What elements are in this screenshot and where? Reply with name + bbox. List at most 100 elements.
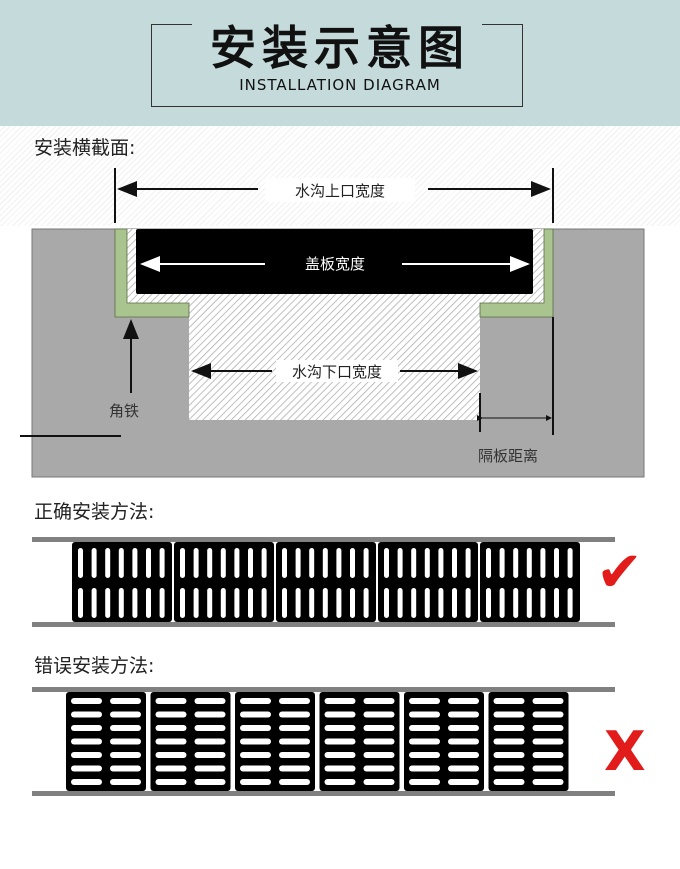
slot	[248, 588, 253, 618]
slot	[180, 588, 185, 618]
angle-iron-left	[114, 228, 190, 318]
slot	[397, 548, 403, 578]
slot	[71, 765, 102, 772]
slot	[159, 588, 165, 618]
slot	[409, 698, 440, 704]
slot	[499, 548, 505, 578]
slot	[526, 588, 532, 618]
slot	[193, 548, 199, 578]
partition-distance-label: 隔板距离	[478, 447, 538, 465]
slot	[71, 779, 102, 785]
slot	[240, 698, 271, 704]
slot	[448, 765, 479, 772]
slot	[465, 548, 471, 578]
slot	[567, 548, 573, 578]
slot	[448, 779, 479, 785]
cross-mark-icon: X	[604, 720, 646, 783]
slot	[155, 711, 187, 718]
grate	[480, 542, 580, 622]
slot	[493, 765, 525, 772]
slot	[493, 738, 525, 745]
slot	[540, 548, 546, 578]
bottom-width-label: 水沟下口宽度	[292, 363, 382, 381]
slot	[336, 588, 342, 618]
slot	[110, 711, 141, 718]
slot	[350, 548, 355, 578]
slot	[71, 752, 102, 758]
correct-heading: 正确安装方法:	[34, 501, 155, 523]
slot	[322, 548, 328, 578]
slot	[78, 588, 83, 618]
slot	[452, 588, 457, 618]
slot	[324, 779, 356, 785]
top-width-label: 水沟上口宽度	[295, 182, 385, 200]
slot	[324, 725, 356, 731]
slot	[155, 698, 187, 704]
slot	[384, 588, 389, 618]
slot	[91, 588, 97, 618]
slot	[71, 738, 102, 745]
slot	[486, 548, 491, 578]
slot	[71, 725, 102, 731]
slot	[532, 779, 564, 785]
slot	[554, 548, 559, 578]
wrong-heading: 错误安装方法:	[34, 655, 155, 677]
slot	[567, 588, 573, 618]
slot	[279, 752, 310, 758]
slot	[409, 711, 440, 718]
slot	[363, 548, 369, 578]
slot	[540, 588, 546, 618]
slot	[409, 725, 440, 731]
slot	[448, 711, 479, 718]
slot	[194, 738, 226, 745]
slot	[363, 752, 395, 758]
slot	[532, 738, 564, 745]
slot	[295, 588, 301, 618]
grate	[66, 692, 146, 791]
slot	[279, 711, 310, 718]
slot	[118, 588, 124, 618]
slot	[554, 588, 559, 618]
slot	[363, 698, 395, 704]
page-subtitle: INSTALLATION DIAGRAM	[239, 76, 441, 94]
slot	[411, 588, 417, 618]
slot	[71, 711, 102, 718]
slot	[363, 725, 395, 731]
slot	[220, 548, 226, 578]
slot	[110, 725, 141, 731]
slot	[448, 725, 479, 731]
slot	[207, 588, 213, 618]
slot	[452, 548, 457, 578]
slot	[194, 765, 226, 772]
grate	[319, 692, 400, 791]
slot	[486, 588, 491, 618]
slot	[180, 548, 185, 578]
slot	[493, 698, 525, 704]
grate	[276, 542, 376, 622]
slot	[424, 548, 430, 578]
slot	[240, 765, 271, 772]
slot	[105, 588, 111, 618]
grate	[488, 692, 569, 791]
slot	[532, 765, 564, 772]
slot	[194, 725, 226, 731]
slot	[279, 779, 310, 785]
slot	[384, 548, 389, 578]
slot	[194, 711, 226, 718]
page-title: 安装示意图	[210, 21, 470, 75]
slot	[295, 548, 301, 578]
slot	[78, 548, 83, 578]
slot	[324, 738, 356, 745]
slot	[234, 548, 240, 578]
slot	[240, 738, 271, 745]
slot	[324, 765, 356, 772]
slot	[240, 779, 271, 785]
slot	[132, 548, 138, 578]
grate	[404, 692, 484, 791]
angle-iron-right	[479, 228, 554, 318]
slot	[324, 698, 356, 704]
title-frame	[151, 24, 523, 107]
slot	[110, 779, 141, 785]
